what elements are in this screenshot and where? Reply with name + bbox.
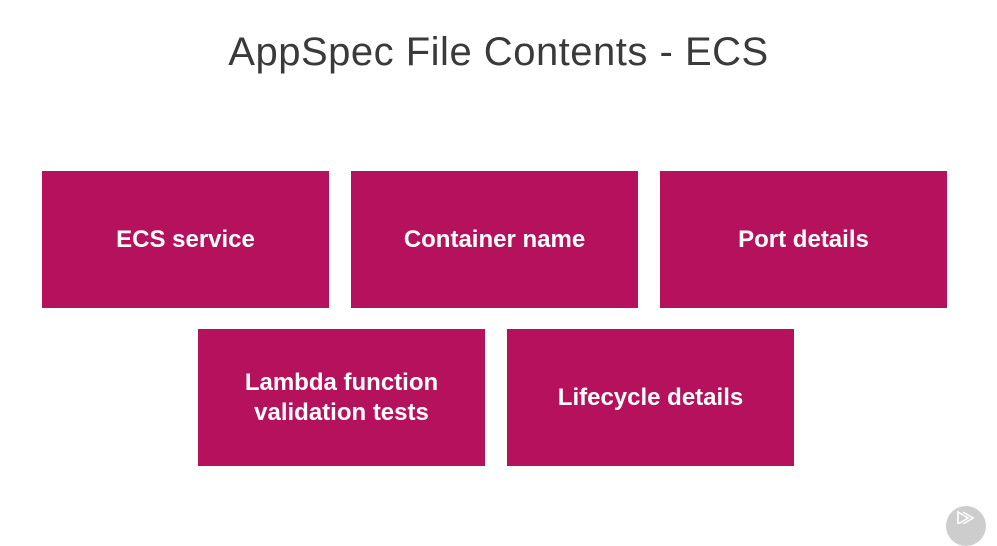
port-details-label: Port details [738, 225, 869, 253]
container-name-box: Container name [351, 171, 638, 308]
ecs-service-label: ECS service [116, 225, 255, 253]
lambda-validation-label: Lambda function validation tests [245, 368, 438, 428]
container-name-label: Container name [403, 225, 586, 253]
pluralsight-play-icon [946, 506, 986, 546]
lifecycle-details-label: Lifecycle details [557, 383, 744, 411]
lifecycle-details-box: Lifecycle details [507, 329, 794, 466]
lambda-validation-box: Lambda function validation tests [198, 329, 485, 466]
lambda-validation-line2: validation tests [254, 398, 429, 426]
slide-title: AppSpec File Contents - ECS [228, 30, 769, 74]
port-details-box: Port details [660, 171, 947, 308]
lambda-validation-line1: Lambda function [244, 368, 439, 396]
ecs-service-box: ECS service [42, 171, 329, 308]
